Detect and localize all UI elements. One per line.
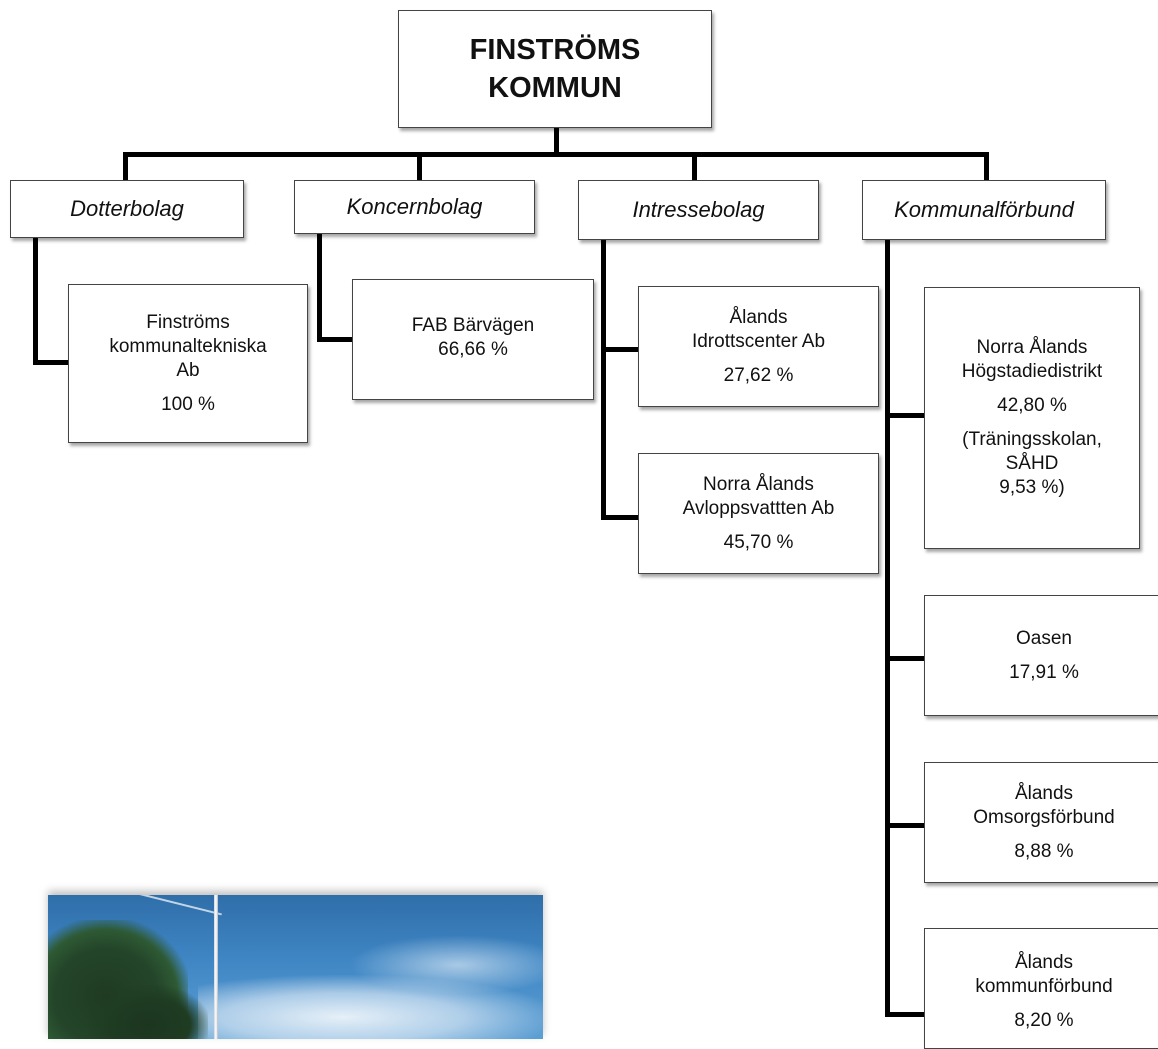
note-line3: 9,53 %) xyxy=(999,477,1065,498)
root-title-line1: FINSTRÖMS xyxy=(469,34,641,66)
kommunalforbund-branch-horizontal-2 xyxy=(885,656,927,661)
entity-name-line2: kommunaltekniska xyxy=(109,335,267,357)
ownership-percentage: 17,91 % xyxy=(1009,661,1079,683)
category-bus xyxy=(123,152,989,157)
category-kommunalforbund: Kommunalförbund xyxy=(862,180,1106,240)
category-dotterbolag-label: Dotterbolag xyxy=(70,196,184,221)
intressebolag-branch-horizontal-2 xyxy=(601,515,641,520)
koncernbolag-drop xyxy=(417,152,422,182)
dotterbolag-branch-vertical xyxy=(33,238,38,365)
root-node-finstroms-kommun: FINSTRÖMS KOMMUN xyxy=(398,10,712,128)
entity-oasen: Oasen 17,91 % xyxy=(924,595,1158,716)
entity-name-line1: Ålands xyxy=(729,306,788,328)
entity-name-line1: Ålands xyxy=(1014,782,1074,804)
entity-name-line1: Norra Ålands xyxy=(703,473,814,495)
koncernbolag-branch-horizontal xyxy=(317,337,355,342)
dotterbolag-branch-horizontal xyxy=(33,360,71,365)
ownership-percentage: 8,88 % xyxy=(1014,840,1074,862)
kommunalforbund-branch-vertical xyxy=(885,240,890,1017)
entity-norra-alands-avloppsvatten: Norra Ålands Avloppsvattten Ab 45,70 % xyxy=(638,453,879,574)
entity-name-line1: Oasen xyxy=(1016,627,1072,649)
kommunalforbund-branch-horizontal-4 xyxy=(885,1012,927,1017)
note-line2: SÅHD xyxy=(1005,453,1059,474)
flagpole-photo xyxy=(48,895,543,1039)
root-title-line2: KOMMUN xyxy=(488,72,622,104)
entity-name-line1: FAB Bärvägen xyxy=(411,315,535,336)
category-kommunalforbund-label: Kommunalförbund xyxy=(894,197,1074,222)
entity-name-line1: Ålands xyxy=(1014,952,1074,973)
entity-alands-idrottscenter: Ålands Idrottscenter Ab 27,62 % xyxy=(638,286,879,407)
intressebolag-drop xyxy=(692,152,697,182)
koncernbolag-branch-vertical xyxy=(317,233,322,342)
entity-name-line2: kommunförbund xyxy=(975,976,1113,997)
entity-alands-omsorgsforbund: Ålands Omsorgsförbund 8,88 % xyxy=(924,762,1158,883)
photo-flagpole xyxy=(214,895,218,1039)
ownership-percentage: 8,20 % xyxy=(1014,1010,1074,1031)
entity-name-line1: Finströms xyxy=(146,311,230,333)
photo-tree xyxy=(88,985,208,1039)
kommunalforbund-drop xyxy=(984,152,989,182)
entity-finstroms-kommunaltekniska: Finströms kommunaltekniska Ab 100 % xyxy=(68,284,308,443)
ownership-percentage: 100 % xyxy=(161,393,215,415)
category-intressebolag-label: Intressebolag xyxy=(632,197,765,222)
category-dotterbolag: Dotterbolag xyxy=(10,180,244,238)
intressebolag-branch-vertical xyxy=(601,240,606,520)
category-intressebolag: Intressebolag xyxy=(578,180,819,240)
entity-name-line2: Omsorgsförbund xyxy=(973,806,1115,828)
ownership-percentage: 27,62 % xyxy=(723,364,794,386)
entity-name-line3: Ab xyxy=(176,359,200,381)
kommunalforbund-branch-horizontal-1 xyxy=(885,413,927,418)
kommunalforbund-branch-horizontal-3 xyxy=(885,823,927,828)
entity-alands-kommunforbund: Ålands kommunförbund 8,20 % xyxy=(924,928,1158,1049)
ownership-percentage: 66,66 % xyxy=(438,339,508,360)
entity-name-line2: Avloppsvattten Ab xyxy=(682,497,835,519)
category-koncernbolag: Koncernbolag xyxy=(294,180,535,234)
photo-cloud xyxy=(198,975,543,1039)
dotterbolag-drop xyxy=(123,152,128,182)
entity-norra-alands-hogstadiedistrikt: Norra Ålands Högstadiedistrikt 42,80 % (… xyxy=(924,287,1140,549)
entity-name-line1: Norra Ålands xyxy=(976,337,1088,358)
entity-fab-barvagen: FAB Bärvägen 66,66 % xyxy=(352,279,594,400)
intressebolag-branch-horizontal-1 xyxy=(601,347,641,352)
note-line1: (Träningsskolan, xyxy=(962,429,1102,450)
root-stem xyxy=(554,127,559,157)
ownership-percentage: 45,70 % xyxy=(723,531,794,553)
entity-name-line2: Idrottscenter Ab xyxy=(691,330,826,352)
ownership-percentage: 42,80 % xyxy=(997,395,1067,416)
category-koncernbolag-label: Koncernbolag xyxy=(346,194,483,219)
entity-name-line2: Högstadiedistrikt xyxy=(961,361,1103,382)
